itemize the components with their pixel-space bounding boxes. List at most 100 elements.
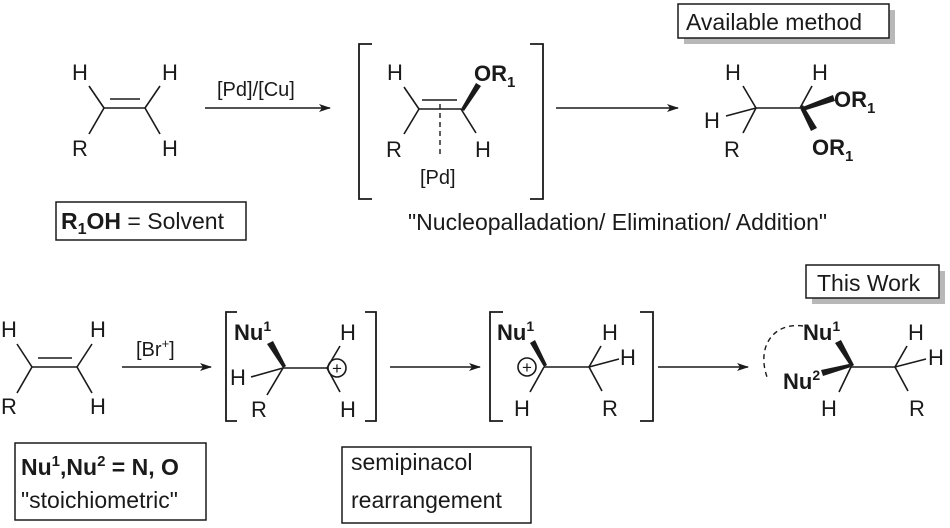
rearrangement-box-frame <box>341 446 532 524</box>
bond <box>894 345 908 368</box>
bond <box>588 345 602 368</box>
atom-h: H <box>90 317 106 342</box>
nucleophile-box: Nu1,Nu2 = N, O "stoichiometric" <box>14 442 207 521</box>
nu1-group: Nu1 <box>234 318 271 345</box>
atom-h: H <box>340 320 356 345</box>
bond <box>460 108 477 134</box>
bond <box>16 366 33 394</box>
atom-h: H <box>928 345 944 370</box>
this-work-badge: This Work <box>805 264 945 304</box>
nucleophile-box-frame <box>14 442 207 521</box>
badge-text: Available method <box>686 9 862 35</box>
atom-r: R <box>251 397 267 422</box>
bond <box>742 107 757 134</box>
nu2-group: Nu2 <box>783 367 820 394</box>
wedge-bond <box>835 340 854 367</box>
atom-r: R <box>1 394 17 419</box>
atom-h: H <box>162 136 178 161</box>
acetal-product: H H R H OR1 OR1 <box>704 60 875 165</box>
cation-plus-icon: + <box>332 359 342 378</box>
available-method-badge: Available method <box>677 3 895 44</box>
reagent-label: [Pd]/[Cu] <box>217 79 295 101</box>
bond <box>88 85 105 109</box>
wedge-bond <box>267 341 286 368</box>
atom-h: H <box>725 60 741 85</box>
badge-text: This Work <box>817 270 921 296</box>
atom-h: H <box>514 396 530 421</box>
reagent-label: [Br+] <box>136 336 175 361</box>
bond <box>144 107 161 135</box>
alkene-starting-material-top: H H R H <box>72 60 178 161</box>
rearrangement-line2: rearrangement <box>351 487 502 513</box>
bond <box>144 85 161 109</box>
badge-frame <box>677 3 890 39</box>
difunctionalized-product: Nu1 Nu2 H H H R <box>763 318 944 421</box>
stoichiometric-label: "stoichiometric" <box>21 487 178 513</box>
bond <box>588 358 620 368</box>
nu1-group: Nu1 <box>497 318 534 345</box>
bracket-left <box>489 311 503 422</box>
bond <box>403 86 420 110</box>
bond <box>266 367 284 396</box>
atom-r: R <box>72 136 88 161</box>
bond <box>742 85 757 109</box>
atom-h: H <box>704 108 720 133</box>
bond <box>588 366 603 392</box>
pd-label: [Pd] <box>420 167 456 189</box>
wedge-bond <box>461 83 481 111</box>
atom-h: H <box>908 320 924 345</box>
bond <box>799 85 813 109</box>
atom-h: H <box>72 60 88 85</box>
atom-h: H <box>340 397 356 422</box>
cation-circle <box>327 358 347 378</box>
dashed-ring-tether <box>763 324 804 378</box>
bond <box>529 366 545 393</box>
bond <box>16 343 33 368</box>
atom-h: H <box>475 137 491 162</box>
bond <box>403 108 420 135</box>
bracket-right <box>530 43 544 200</box>
mechanism-caption: "Nucleopalladation/ Elimination/ Additio… <box>408 209 827 235</box>
rearrangement-box: semipinacol rearrangement <box>341 446 532 524</box>
solvent-box: R1OH = Solvent <box>55 201 247 241</box>
atom-h: H <box>387 60 403 85</box>
bond <box>88 107 105 135</box>
atom-h: H <box>821 396 837 421</box>
atom-h: H <box>620 345 636 370</box>
solvent-box-frame <box>55 201 247 241</box>
cation-circle <box>517 357 537 377</box>
bond <box>725 107 757 117</box>
atom-r: R <box>909 396 925 421</box>
cation-plus-icon: + <box>522 358 532 377</box>
or1-group: OR1 <box>834 87 875 117</box>
atom-h: H <box>90 394 106 419</box>
bracket-left <box>358 43 372 200</box>
nu1-group: Nu1 <box>803 318 840 345</box>
atom-h: H <box>602 320 618 345</box>
bond <box>838 366 852 393</box>
or1-group: OR1 <box>474 61 515 91</box>
bracket-left <box>225 311 237 422</box>
alkene-starting-material-bottom: H H R H <box>1 317 106 419</box>
wedge-bond <box>800 105 817 131</box>
bond <box>894 366 909 392</box>
bottom-row-scheme: This Work H H R H [Br+] <box>1 264 945 524</box>
atom-h: H <box>812 60 828 85</box>
solvent-text: R1OH = Solvent <box>61 208 225 238</box>
rearrangement-line1: semipinacol <box>351 449 472 475</box>
bracket-right <box>640 311 654 422</box>
badge-frame <box>805 264 940 299</box>
bond <box>250 367 284 378</box>
bond <box>76 366 93 394</box>
or1-group: OR1 <box>812 135 853 165</box>
top-row-scheme: H H R H [Pd]/[Cu] H R H OR1 [Pd] <box>55 3 895 241</box>
atom-r: R <box>602 396 618 421</box>
atom-r: R <box>724 137 740 162</box>
wedge-bond <box>800 95 835 111</box>
pd-intermediate: H R H OR1 [Pd] <box>358 43 544 200</box>
wedge-bond <box>821 364 851 376</box>
atom-h: H <box>162 60 178 85</box>
nucleophile-definition: Nu1,Nu2 = N, O <box>21 453 179 480</box>
carbocation-intermediate-a: + Nu1 H R H H <box>225 311 377 422</box>
